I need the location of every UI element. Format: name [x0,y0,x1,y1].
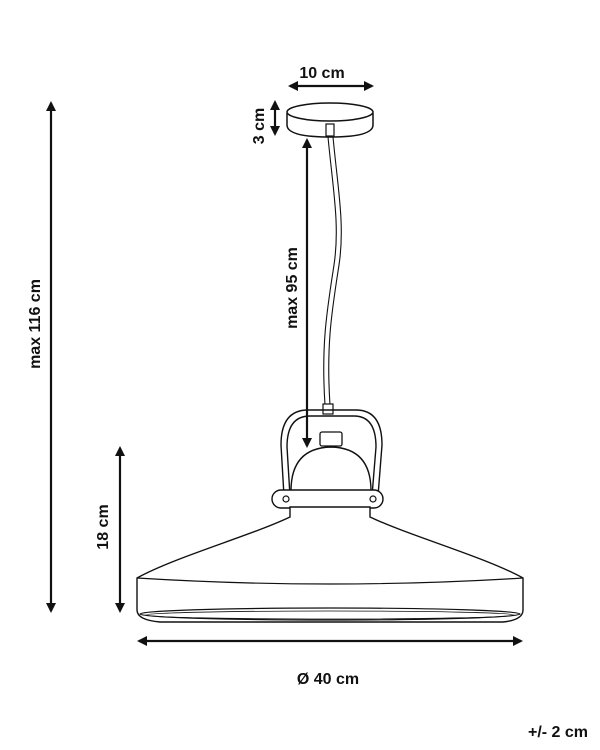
shade-height-label: 18 cm [95,504,112,549]
ceiling-canopy [286,102,374,138]
dimension-labels: 10 cm 3 cm max 95 cm max 116 cm 18 cm Ø … [27,65,588,741]
total-height-label: max 116 cm [27,279,44,369]
canopy-height-label: 3 cm [251,108,268,144]
collar-band [271,489,384,509]
yoke-bracket [280,409,383,497]
canopy-width-label: 10 cm [299,65,344,82]
dimension-lines [46,81,523,646]
tolerance-note: +/- 2 cm [528,724,588,741]
lamp-shade [136,506,524,623]
lamp-drawing [136,102,524,623]
diameter-label: Ø 40 cm [297,671,359,688]
cable-length-label: max 95 cm [284,247,301,329]
suspension-cable [322,136,342,415]
lamp-head [290,431,372,492]
